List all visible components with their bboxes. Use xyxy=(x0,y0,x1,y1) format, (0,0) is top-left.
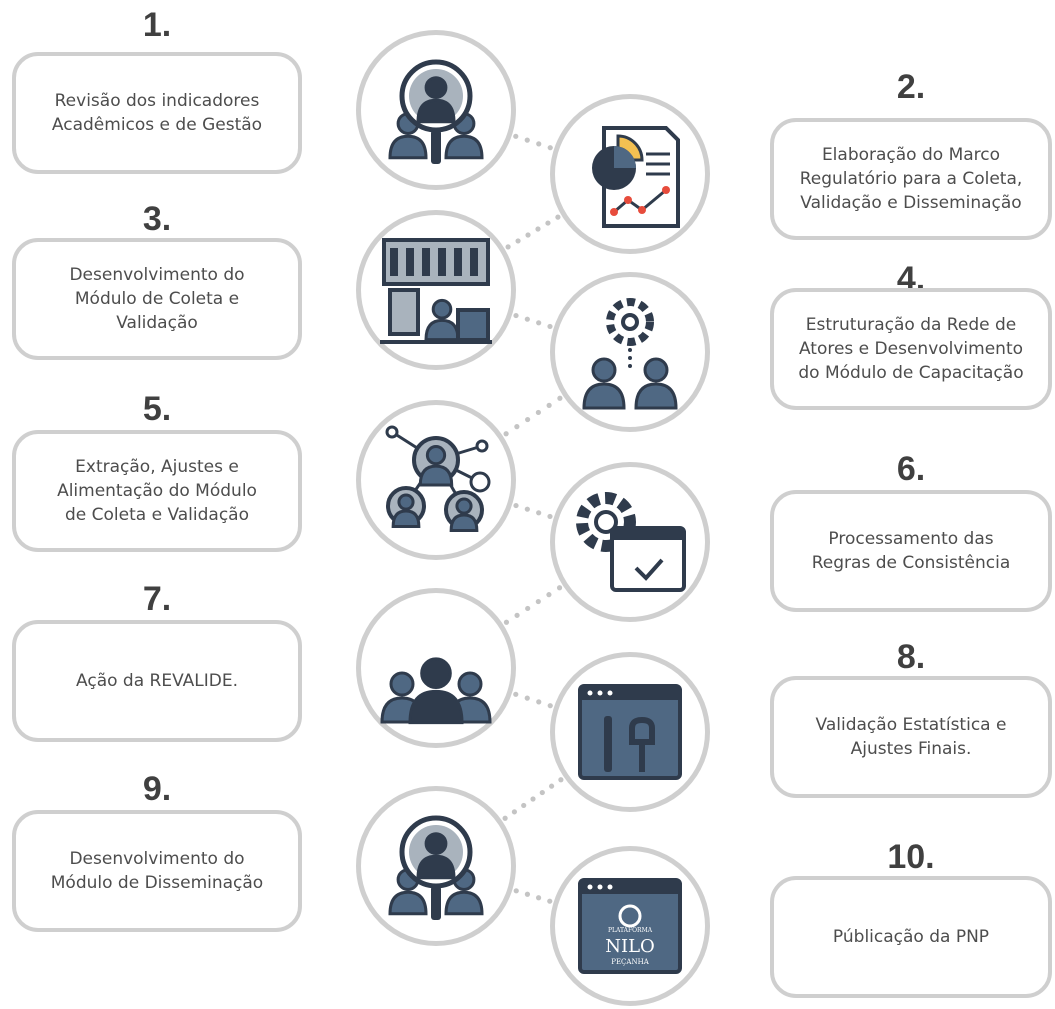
step-label: Validação Estatística e Ajustes Finais. xyxy=(815,715,1007,759)
step-icon-circle xyxy=(356,400,516,560)
step-number: 5. xyxy=(142,390,172,428)
step-icon-circle xyxy=(550,652,710,812)
connector-dot xyxy=(547,703,553,709)
connector-dot xyxy=(547,513,553,520)
search-user-icon xyxy=(388,815,484,920)
step-label: Desenvolvimento do Módulo de Coleta e Va… xyxy=(69,265,245,333)
connector-dot xyxy=(502,815,508,821)
connector-dot xyxy=(530,796,536,802)
connector-dot xyxy=(514,424,520,430)
step-box: Processamento das Regras de Consistência xyxy=(770,490,1052,612)
logo-line-3: PEÇANHA xyxy=(611,958,649,966)
connector-dot xyxy=(513,888,519,894)
step-box: Desenvolvimento do Módulo de Coleta e Va… xyxy=(12,238,302,360)
connector-dot xyxy=(535,895,542,901)
step-number: 9. xyxy=(142,770,172,808)
step-number: 8. xyxy=(896,638,926,676)
connector-dot xyxy=(513,133,519,139)
step-label: Revisão dos indicadores Acadêmicos e de … xyxy=(51,91,263,135)
connector-dot xyxy=(503,619,510,625)
step-icon-circle xyxy=(356,786,516,946)
step-box: Ação da REVALIDE. xyxy=(12,620,302,742)
connector-dot xyxy=(547,145,553,151)
step-label: Desenvolvimento do Módulo de Disseminaçã… xyxy=(50,849,264,893)
step-icon-circle xyxy=(550,462,710,622)
connector-dot xyxy=(511,809,518,815)
step-box: Estruturação da Rede de Atores e Desenvo… xyxy=(770,288,1052,410)
connector-dot xyxy=(513,502,519,509)
connector-dot xyxy=(524,506,530,512)
step-label: Estruturação da Rede de Atores e Desenvo… xyxy=(798,315,1024,383)
connector-dot xyxy=(515,238,521,244)
step-icon-circle xyxy=(550,272,710,432)
step-box: Revisão dos indicadores Acadêmicos e de … xyxy=(12,52,302,174)
step-number: 6. xyxy=(896,450,926,488)
step-box: Desenvolvimento do Módulo de Disseminaçã… xyxy=(12,810,302,932)
connector-dot xyxy=(556,585,563,591)
connector-dot xyxy=(525,416,531,423)
step-box: Públicação da PNP xyxy=(770,876,1052,998)
connector-dot xyxy=(503,431,509,437)
connector-dot xyxy=(513,691,519,697)
connector-dot xyxy=(545,220,551,226)
step-icon-circle xyxy=(356,588,516,748)
tools-window-icon xyxy=(578,684,682,780)
connector-dot xyxy=(505,244,511,250)
step-number: 1. xyxy=(142,6,172,44)
connector-dot xyxy=(525,232,531,238)
connector-dot xyxy=(547,898,553,904)
step-number: 7. xyxy=(142,580,172,618)
presentation-icon xyxy=(380,238,492,344)
connector-dot xyxy=(524,695,530,701)
search-user-icon xyxy=(388,59,484,164)
connector-dot xyxy=(546,592,552,598)
connector-dot xyxy=(546,402,552,408)
connector-dot xyxy=(557,395,563,401)
report-chart-icon xyxy=(592,126,680,228)
logo-line-1: PLATAFORMA xyxy=(608,927,653,934)
connector-dot xyxy=(558,777,564,783)
step-icon-circle xyxy=(356,210,516,370)
connector-dot xyxy=(539,789,545,796)
step-number: 10. xyxy=(887,838,935,876)
step-label: Ação da REVALIDE. xyxy=(76,671,238,691)
step-box: Elaboração do Marco Regulatório para a C… xyxy=(770,118,1052,240)
connector-dot xyxy=(521,802,527,809)
step-box: Validação Estatística e Ajustes Finais. xyxy=(770,676,1052,798)
step-label: Processamento das Regras de Consistência xyxy=(811,529,1011,573)
team-gear-icon xyxy=(582,298,678,410)
connector-dot xyxy=(536,320,542,326)
connector-dot xyxy=(536,141,542,147)
connector-dot xyxy=(555,214,561,220)
connector-dot xyxy=(524,316,530,322)
gear-window-icon xyxy=(576,492,686,592)
connector-dot xyxy=(514,612,520,618)
step-icon-circle xyxy=(550,94,710,254)
connector-dot xyxy=(513,312,519,319)
step-label: Públicação da PNP xyxy=(832,927,990,947)
step-label: Extração, Ajustes e Alimentação do Módul… xyxy=(57,457,257,525)
step-number: 2. xyxy=(896,68,926,106)
group-icon xyxy=(380,657,492,725)
step-box: Extração, Ajustes e Alimentação do Módul… xyxy=(12,430,302,552)
network-icon xyxy=(385,425,491,532)
connector-dot xyxy=(525,605,531,612)
connector-dot xyxy=(536,699,542,705)
connector-dot xyxy=(536,510,542,516)
connector-dot xyxy=(535,226,541,232)
connector-dot xyxy=(547,323,553,330)
connector-dot xyxy=(524,891,531,897)
step-number: 3. xyxy=(142,200,172,238)
step-label: Elaboração do Marco Regulatório para a C… xyxy=(799,145,1023,213)
logo-line-2: NILO xyxy=(605,936,655,957)
connector-dot xyxy=(535,598,541,605)
connector-dot xyxy=(535,409,541,416)
connector-dot xyxy=(548,783,555,789)
connector-dot xyxy=(524,137,530,143)
step-icon-circle xyxy=(356,30,516,190)
